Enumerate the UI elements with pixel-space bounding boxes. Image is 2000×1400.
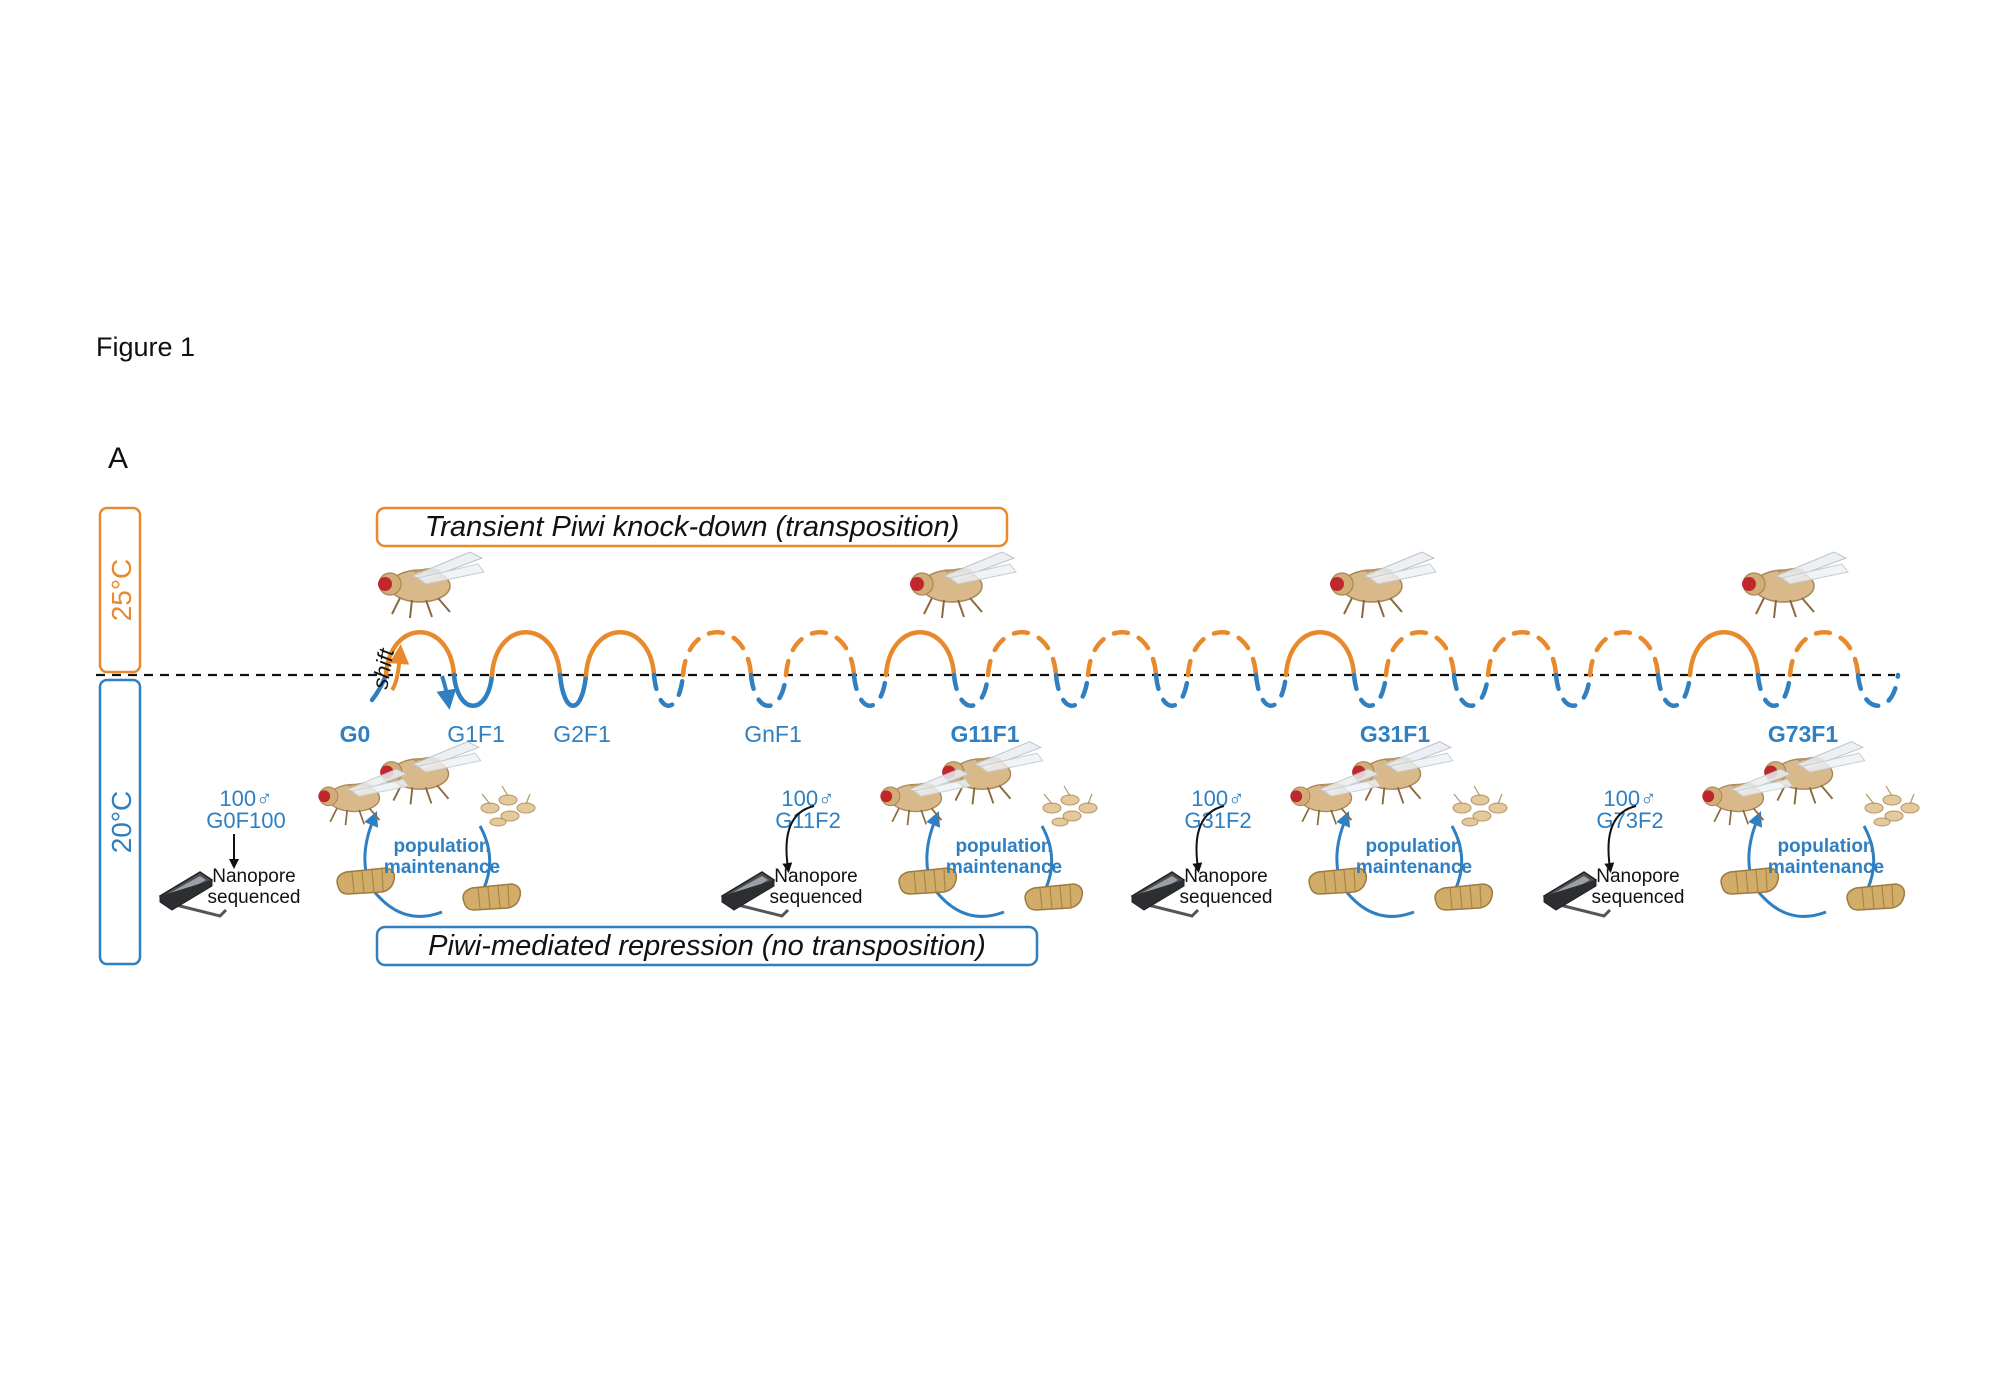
wave-trough (1855, 672, 1901, 708)
nanopore-label: sequenced (208, 887, 301, 908)
eggs-icon (1864, 785, 1920, 827)
fly-icon (1741, 551, 1849, 619)
gen-label-g73f1: G73F1 (1768, 721, 1839, 747)
maintenance-label: maintenance (1768, 857, 1884, 878)
eggs-icon (1452, 785, 1508, 827)
nanopore-label: sequenced (770, 887, 863, 908)
maintenance-label: population (1777, 836, 1874, 857)
wave-trough (951, 672, 991, 708)
wave-trough (1451, 672, 1491, 708)
wave-hump (985, 630, 1059, 678)
wave-trough (1655, 672, 1693, 708)
larva-icon (462, 883, 522, 911)
bottom-box (375, 925, 1039, 967)
fly-icon (909, 551, 1017, 619)
wave-hump (489, 630, 563, 678)
wave-hump (1687, 630, 1761, 678)
gen-label-gnf1: GnF1 (744, 721, 802, 747)
eggs-icon (1042, 785, 1098, 827)
sequencing-arrow (782, 805, 815, 873)
wave-hump (1383, 630, 1457, 678)
bottom-box-label: Piwi-mediated repression (no transpositi… (428, 930, 986, 962)
maintenance-label: population (393, 836, 490, 857)
temp-low-label: 20°C (106, 791, 137, 854)
gen-label-g2f1: G2F1 (553, 721, 611, 747)
wave-hump (680, 630, 754, 678)
sampling-group: 100♂G73F2Nanoporesequencedpopulationmain… (1542, 740, 1920, 918)
sample-generation: G73F2 (1596, 808, 1663, 833)
sample-generation: G31F2 (1184, 808, 1251, 833)
gen-label-g1f1: G1F1 (447, 721, 505, 747)
wave-trough (748, 672, 789, 708)
wave-trough (1755, 672, 1793, 708)
nanopore-label: sequenced (1180, 887, 1273, 908)
sample-count: 100♂ (219, 786, 272, 811)
wave-hump (583, 630, 657, 678)
wave-trough (557, 672, 589, 708)
wave-hump (1787, 630, 1861, 678)
top-box-label: Transient Piwi knock-down (transposition… (425, 511, 960, 543)
sample-generation: G11F2 (775, 808, 841, 833)
maintenance-label: maintenance (384, 857, 500, 878)
generation-waves (369, 630, 1901, 708)
wave-hump (1085, 630, 1159, 678)
wave-trough (1253, 672, 1289, 708)
nanopore-label: Nanopore (1596, 866, 1679, 887)
larva-icon (1434, 883, 1494, 911)
larva-icon (1024, 883, 1084, 911)
eggs-icon (480, 785, 536, 827)
wave-hump (883, 630, 957, 678)
sampling-groups: 100♂G0F100Nanoporesequencedpopulationmai… (158, 740, 1920, 918)
nanopore-label: sequenced (1592, 887, 1685, 908)
wave-hump (1485, 630, 1559, 678)
maintenance-label: population (1365, 836, 1462, 857)
wave-trough (451, 672, 495, 708)
wave-hump (783, 630, 857, 678)
shift-arrow-up (389, 644, 410, 692)
wave-trough (851, 672, 889, 708)
wave-trough (1153, 672, 1191, 708)
sampling-group: 100♂G11F2Nanoporesequencedpopulationmain… (720, 740, 1098, 918)
wave-trough (369, 672, 389, 703)
wave-trough (651, 672, 686, 708)
wave-hump (1185, 630, 1259, 678)
sample-generation: G0F100 (206, 808, 286, 833)
panel-label: A (108, 442, 128, 475)
shift-arrow-down (436, 675, 457, 710)
gen-label-g11f1: G11F1 (950, 721, 1019, 747)
wave-trough (1553, 672, 1593, 708)
nanopore-label: Nanopore (1184, 866, 1267, 887)
wave-hump (1587, 630, 1661, 678)
fly-icon (377, 551, 485, 619)
sequencing-arrow (1192, 805, 1225, 873)
sampling-group: 100♂G31F2Nanoporesequencedpopulationmain… (1130, 740, 1508, 918)
maintenance-label: population (955, 836, 1052, 857)
gen-label-g31f1: G31F1 (1360, 721, 1431, 747)
temp-low-bar (98, 678, 142, 966)
wave-hump (1283, 630, 1357, 678)
wave-trough (1351, 672, 1389, 708)
temp-high-label: 25°C (106, 559, 137, 622)
larva-icon (1846, 883, 1906, 911)
temp-high-bar (98, 506, 142, 674)
nanopore-label: Nanopore (774, 866, 857, 887)
maintenance-label: maintenance (946, 857, 1062, 878)
fly-icon (1329, 551, 1437, 619)
top-box (375, 506, 1009, 548)
sequencing-arrow (1604, 805, 1637, 873)
figure-title: Figure 1 (96, 332, 195, 362)
gen-label-g0: G0 (340, 721, 371, 747)
nanopore-label: Nanopore (212, 866, 295, 887)
wave-trough (1053, 672, 1091, 708)
maintenance-label: maintenance (1356, 857, 1472, 878)
